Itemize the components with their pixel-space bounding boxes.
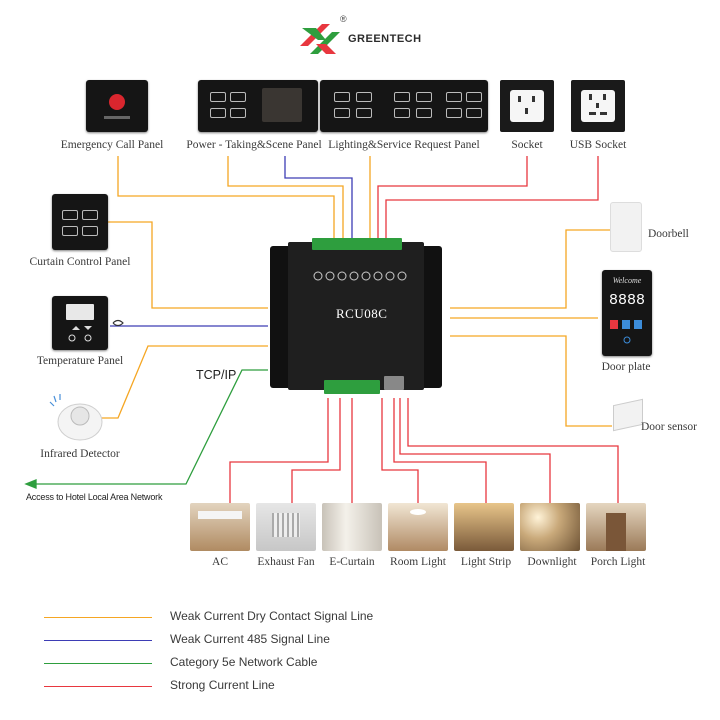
io-terminals xyxy=(324,380,380,394)
label-load-fan: Exhaust Fan xyxy=(257,556,315,568)
label-usb-socket: USB Socket xyxy=(569,139,627,151)
controller-model: RCU08C xyxy=(336,306,388,321)
label-emergency-call-panel: Emergency Call Panel xyxy=(60,139,164,151)
label-socket: Socket xyxy=(511,139,543,151)
network-arrow xyxy=(24,479,37,489)
label-load-ecurtain: E-Curtain xyxy=(329,556,375,568)
load-photo-ecurtain xyxy=(322,503,382,551)
relay-terminals xyxy=(312,238,402,250)
line-strip xyxy=(393,398,487,503)
load-photo-fan xyxy=(256,503,316,551)
line-socket xyxy=(377,156,528,240)
card-slot-icon xyxy=(262,88,302,122)
line-emergency xyxy=(117,156,335,240)
door-plate-number: 8888 xyxy=(608,292,645,309)
doorbell-device xyxy=(610,202,642,252)
load-photo-strip xyxy=(454,503,514,551)
network-access-label: Access to Hotel Local Area Network xyxy=(26,492,163,502)
door-plate-title: Welcome xyxy=(612,276,642,285)
legend-label: Weak Current 485 Signal Line xyxy=(170,632,330,646)
label-door-plate: Door plate xyxy=(601,361,651,373)
legend-item-485: Weak Current 485 Signal Line xyxy=(44,632,404,648)
label-load-roomlight: Room Light xyxy=(390,556,446,568)
line-power-panel xyxy=(227,156,344,240)
legend-item-strong-current: Strong Current Line xyxy=(44,678,404,694)
line-ac xyxy=(229,398,329,503)
load-photo-downlight xyxy=(520,503,580,551)
emergency-call-panel xyxy=(86,80,148,132)
legend-label: Weak Current Dry Contact Signal Line xyxy=(170,609,374,623)
lighting-service-panel xyxy=(320,80,488,132)
legend-swatch xyxy=(44,640,152,641)
line-fan xyxy=(291,398,341,503)
legend-swatch xyxy=(44,663,152,664)
label-door-sensor: Door sensor xyxy=(641,421,697,433)
brand-name: GREENTECH xyxy=(348,33,422,45)
socket-holes-icon xyxy=(518,96,535,114)
fan-icon xyxy=(112,319,124,327)
line-network xyxy=(32,369,268,485)
label-power-scene-panel: Power - Taking&Scene Panel xyxy=(186,139,322,151)
load-photo-roomlight xyxy=(388,503,448,551)
legend-label: Strong Current Line xyxy=(170,678,275,692)
emergency-button-icon xyxy=(109,94,125,110)
label-curtain-control-panel: Curtain Control Panel xyxy=(29,256,131,268)
line-power-485 xyxy=(284,156,353,240)
relay-indicators-icon xyxy=(313,271,407,281)
door-plate-device: Welcome 8888 xyxy=(602,270,652,356)
legend-item-network: Category 5e Network Cable xyxy=(44,655,404,671)
label-load-porch: Porch Light xyxy=(590,556,646,568)
label-temperature-panel: Temperature Panel xyxy=(36,355,124,367)
curtain-control-panel xyxy=(52,194,108,250)
socket-device xyxy=(500,80,554,132)
usb-port-icon xyxy=(589,94,607,115)
rcu-controller xyxy=(270,238,442,394)
legend-swatch xyxy=(44,617,152,618)
line-infrared xyxy=(98,345,268,419)
tcp-ip-label: TCP/IP xyxy=(196,368,237,382)
line-downlight xyxy=(399,398,551,503)
temp-buttons-icon xyxy=(68,326,92,342)
brand-logo: ® GREENTECH xyxy=(296,14,436,60)
label-lighting-service-panel: Lighting&Service Request Panel xyxy=(328,139,480,151)
registered-mark: ® xyxy=(340,14,347,24)
legend-swatch xyxy=(44,686,152,687)
load-photo-porch xyxy=(586,503,646,551)
usb-socket-device xyxy=(571,80,625,132)
legend-label: Category 5e Network Cable xyxy=(170,655,318,669)
temperature-panel xyxy=(52,296,108,350)
line-doorsensor xyxy=(450,335,612,427)
brand-mark-icon xyxy=(300,24,340,54)
power-scene-panel xyxy=(198,80,318,132)
controller-body xyxy=(288,242,424,390)
line-doorbell xyxy=(450,229,612,309)
line-usb xyxy=(385,156,599,240)
label-load-strip: Light Strip xyxy=(460,556,512,568)
label-doorbell: Doorbell xyxy=(648,228,689,240)
load-photo-ac xyxy=(190,503,250,551)
label-infrared-detector: Infrared Detector xyxy=(40,448,120,460)
label-load-downlight: Downlight xyxy=(527,556,577,568)
line-curtain-panel xyxy=(108,221,268,309)
legend-item-dry-contact: Weak Current Dry Contact Signal Line xyxy=(44,609,404,625)
line-roomlight xyxy=(381,398,419,503)
temp-display xyxy=(66,304,94,320)
network-port xyxy=(384,376,404,390)
door-plate-buttons-icon xyxy=(610,320,642,344)
label-load-ac: AC xyxy=(212,556,228,568)
infrared-detector-icon xyxy=(49,394,103,441)
line-porch xyxy=(407,398,619,503)
